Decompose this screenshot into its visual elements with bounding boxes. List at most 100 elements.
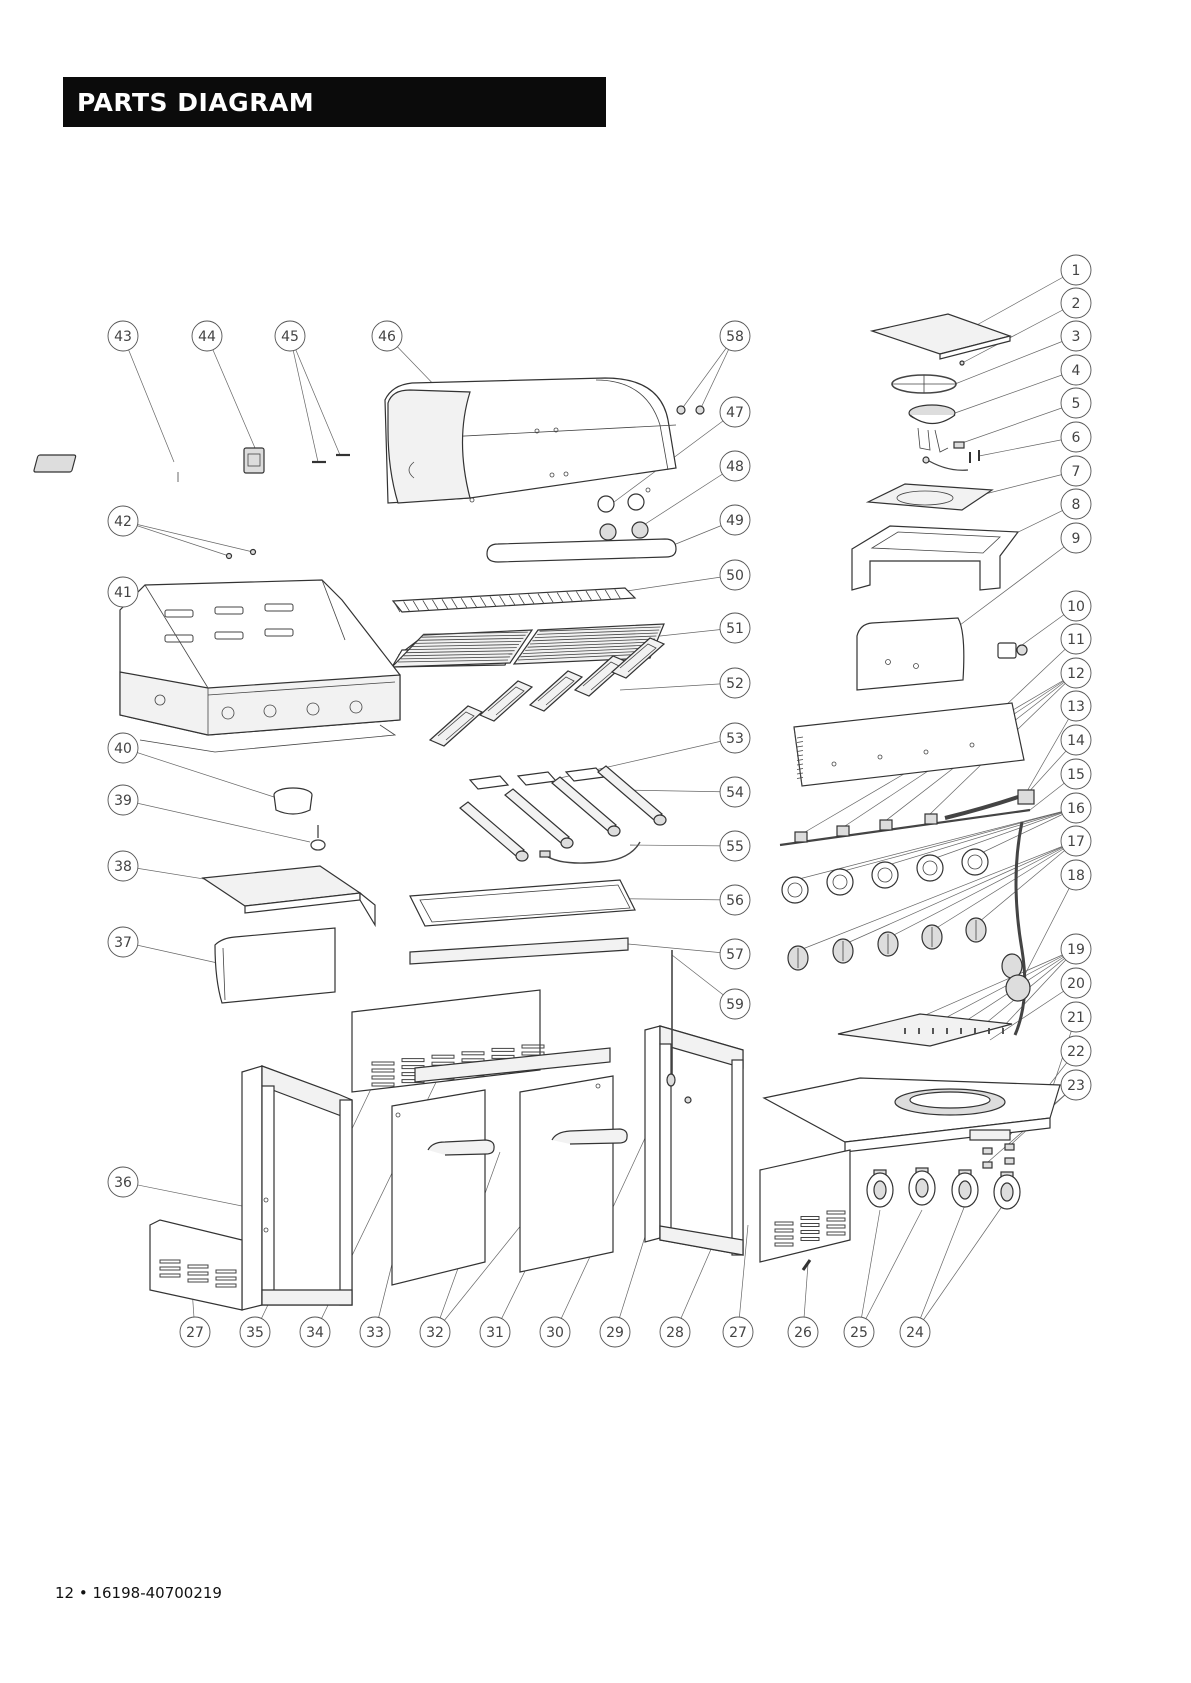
bezel-ring	[872, 862, 898, 888]
leader-line	[915, 1205, 1003, 1332]
callout-number: 28	[666, 1325, 684, 1341]
callout-number: 38	[114, 859, 132, 875]
burner-tube	[460, 802, 528, 861]
callout-number: 11	[1067, 632, 1085, 648]
callout-27: 27	[723, 1317, 753, 1347]
part-6-screws	[970, 450, 979, 463]
callout-19: 19	[1061, 934, 1091, 964]
callout-number: 31	[486, 1325, 504, 1341]
part-53-carryover	[470, 768, 604, 789]
page-footer: 12 • 16198-40700219	[55, 1584, 222, 1602]
part-19-bottom-shelf	[838, 1014, 1012, 1046]
callout-number: 54	[726, 785, 744, 801]
callout-47: 47	[720, 397, 750, 427]
callout-24: 24	[900, 1317, 930, 1347]
callout-59: 59	[720, 989, 750, 1019]
callout-6: 6	[1061, 422, 1091, 452]
callout-7: 7	[1061, 456, 1091, 486]
part-18-regulator	[1002, 954, 1030, 1001]
callout-number: 44	[198, 329, 216, 345]
leader-line	[845, 841, 1076, 944]
callout-34: 34	[300, 1317, 330, 1347]
leader-line	[290, 336, 318, 462]
callout-number: 2	[1072, 296, 1081, 312]
bezel-ring	[917, 855, 943, 881]
callout-number: 30	[546, 1325, 564, 1341]
bezel-ring	[962, 849, 988, 875]
callout-17: 17	[1061, 826, 1091, 856]
part-39-match-holder	[311, 825, 325, 850]
callout-49: 49	[720, 505, 750, 535]
callout-number: 52	[726, 676, 744, 692]
part-55-igniter-wire	[540, 842, 640, 863]
leader-line	[975, 270, 1076, 326]
callout-number: 32	[426, 1325, 444, 1341]
callout-53: 53	[720, 723, 750, 753]
part-50-warming-rack	[393, 588, 635, 612]
callout-number: 41	[114, 585, 132, 601]
callout-number: 9	[1072, 531, 1081, 547]
part-5-igniter	[923, 457, 968, 470]
callout-54: 54	[720, 777, 750, 807]
callout-number: 36	[114, 1175, 132, 1191]
leader-line	[859, 1210, 880, 1332]
callout-31: 31	[480, 1317, 510, 1347]
callout-number: 4	[1072, 363, 1081, 379]
callout-37: 37	[108, 927, 138, 957]
callout-27: 27	[180, 1317, 210, 1347]
part-22-tank-bracket	[970, 1130, 1010, 1140]
callout-14: 14	[1061, 725, 1091, 755]
part-1-side-cover	[872, 314, 1010, 359]
leader-line	[915, 1205, 965, 1332]
part-38-side-shelf	[203, 866, 375, 925]
part-24-25-casters	[867, 1168, 1020, 1209]
callout-45: 45	[275, 321, 305, 351]
callout-46: 46	[372, 321, 402, 351]
callout-number: 26	[794, 1325, 812, 1341]
callout-number: 16	[1067, 801, 1085, 817]
part-11-control-panel	[794, 703, 1024, 786]
callout-number: 6	[1072, 430, 1081, 446]
part-33-left-door	[392, 1090, 494, 1285]
part-8-side-frame	[852, 526, 1018, 590]
burner-tube	[552, 777, 620, 836]
callout-number: 18	[1067, 868, 1085, 884]
callout-number: 37	[114, 935, 132, 951]
callout-42: 42	[108, 506, 138, 536]
callout-number: 50	[726, 568, 744, 584]
callout-number: 24	[906, 1325, 924, 1341]
part-47-48-thermometer	[598, 494, 648, 540]
leader-line	[207, 336, 258, 455]
callout-number: 53	[726, 731, 744, 747]
callout-number: 59	[726, 997, 744, 1013]
leader-line	[620, 790, 735, 792]
callout-40: 40	[108, 733, 138, 763]
leader-line	[123, 748, 274, 797]
callout-number: 23	[1067, 1078, 1085, 1094]
leader-line	[123, 521, 253, 552]
leader-line	[840, 808, 1076, 872]
part-12-15-manifold	[780, 790, 1034, 1035]
callout-18: 18	[1061, 860, 1091, 890]
leader-line	[973, 841, 1076, 927]
callout-8: 8	[1061, 489, 1091, 519]
parts-drawings	[34, 314, 1060, 1310]
callout-12: 12	[1061, 658, 1091, 688]
part-57-bracket	[410, 938, 628, 964]
caster-wheel	[909, 1168, 935, 1205]
callout-41: 41	[108, 577, 138, 607]
callout-number: 27	[729, 1325, 747, 1341]
callout-48: 48	[720, 451, 750, 481]
callout-number: 12	[1067, 666, 1085, 682]
callout-number: 34	[306, 1325, 324, 1341]
callout-13: 13	[1061, 691, 1091, 721]
flame-tamer	[480, 681, 532, 721]
callout-number: 27	[186, 1325, 204, 1341]
part-37-shelf-panel	[215, 928, 335, 1003]
leader-line	[620, 683, 735, 690]
callout-56: 56	[720, 885, 750, 915]
callout-43: 43	[108, 321, 138, 351]
callout-35: 35	[240, 1317, 270, 1347]
callout-number: 10	[1067, 599, 1085, 615]
callout-number: 45	[281, 329, 299, 345]
